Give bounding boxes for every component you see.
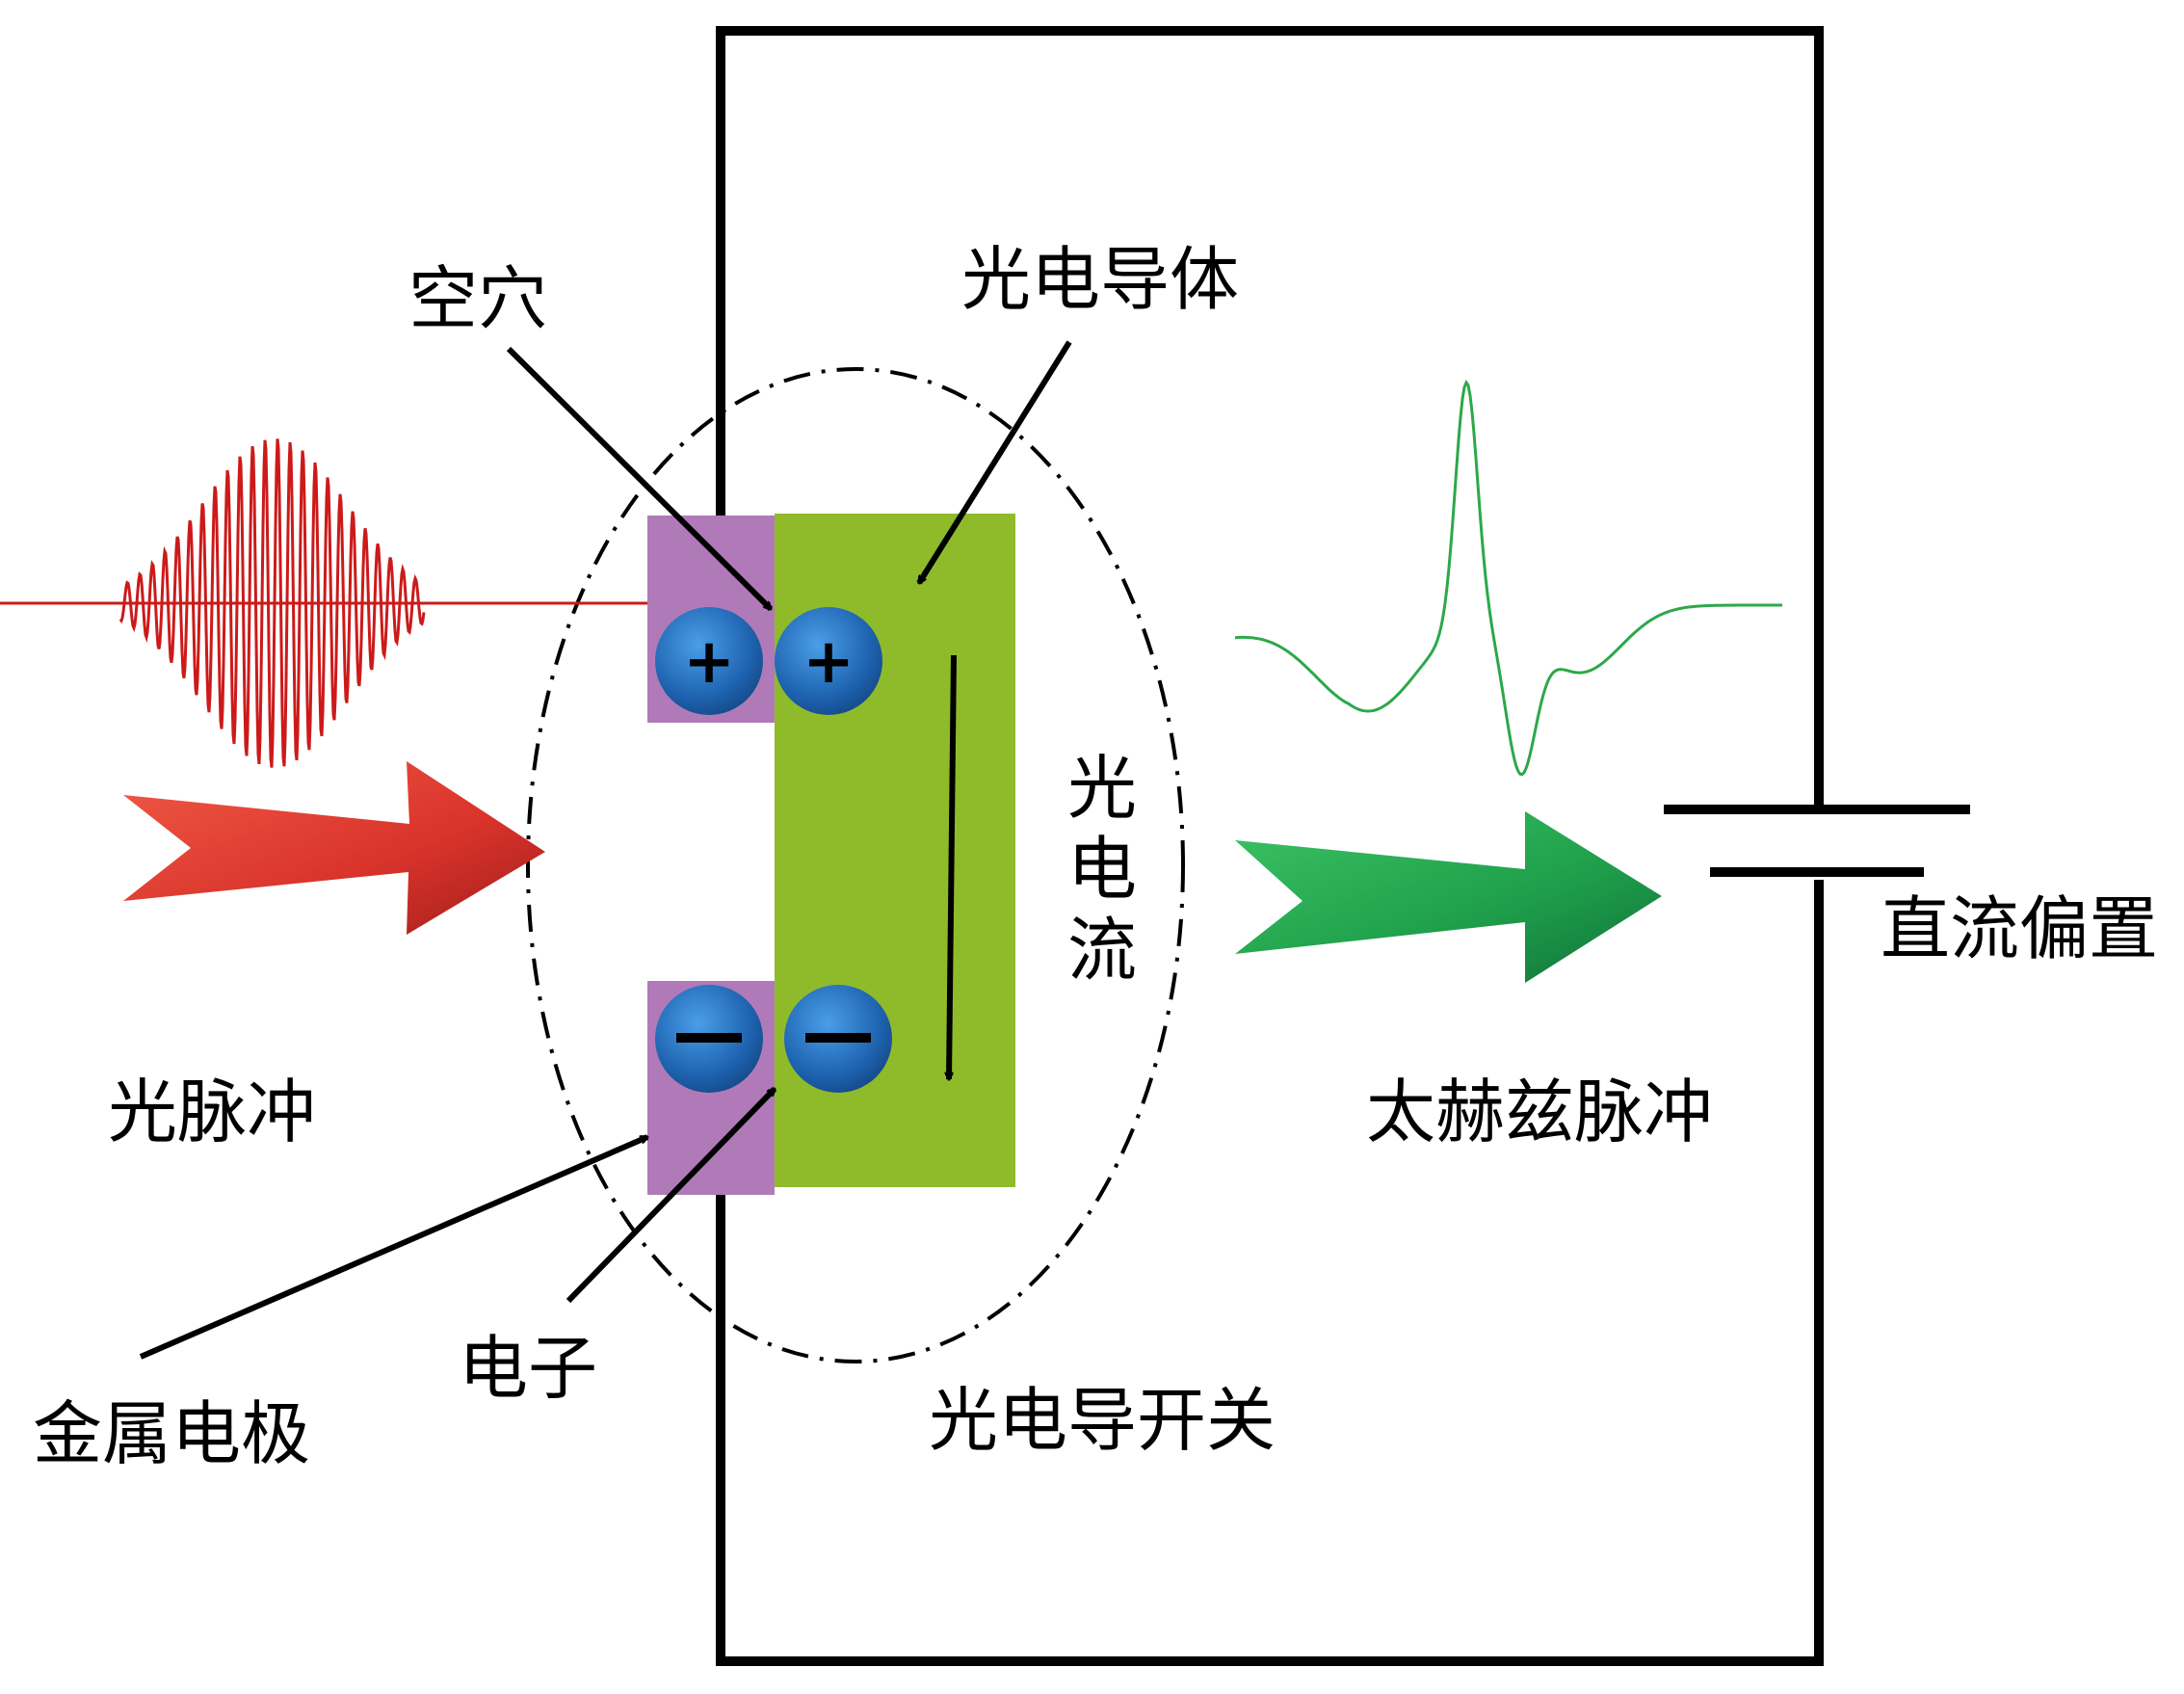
photoconductor-label: 光电导体	[961, 239, 1240, 320]
electron-carrier	[655, 985, 763, 1093]
dc-source-icon	[1664, 805, 1970, 877]
light-pulse-label: 光脉冲	[108, 1072, 317, 1152]
hole-pointer	[506, 346, 771, 609]
photocurrent-label: 光 电 流	[1067, 748, 1138, 991]
thz-pulse-label: 太赫兹脉冲	[1366, 1072, 1714, 1152]
hole-carrier: +	[655, 607, 763, 715]
switch-boundary	[526, 367, 1185, 1363]
plus-sign: +	[803, 626, 855, 698]
circuit-wire	[716, 26, 1824, 1666]
pointer-arrows	[139, 340, 1072, 1360]
right-arrow-icon	[123, 761, 545, 935]
pc-switch-label: 光电导开关	[929, 1380, 1276, 1461]
photocurrent-arrow	[949, 654, 957, 1079]
hole-label: 空穴	[408, 258, 548, 339]
photoconductor-pointer	[916, 340, 1072, 583]
right-arrow-icon	[1235, 811, 1662, 983]
dc-bias-label: 直流偏置	[1881, 888, 2159, 969]
light-pulse-waveform	[118, 438, 426, 768]
minus-sign	[676, 1033, 742, 1043]
hole-carrier: +	[775, 607, 882, 715]
electrode-pointer	[139, 1134, 647, 1360]
minus-sign	[805, 1033, 871, 1043]
plus-sign: +	[683, 626, 735, 698]
electron-pointer	[566, 1089, 775, 1304]
thz-pulse-waveform	[1234, 379, 1782, 777]
electron-label: 电子	[459, 1328, 598, 1409]
electron-carrier	[784, 985, 892, 1093]
metal-electrode-label: 金属电极	[33, 1393, 311, 1474]
